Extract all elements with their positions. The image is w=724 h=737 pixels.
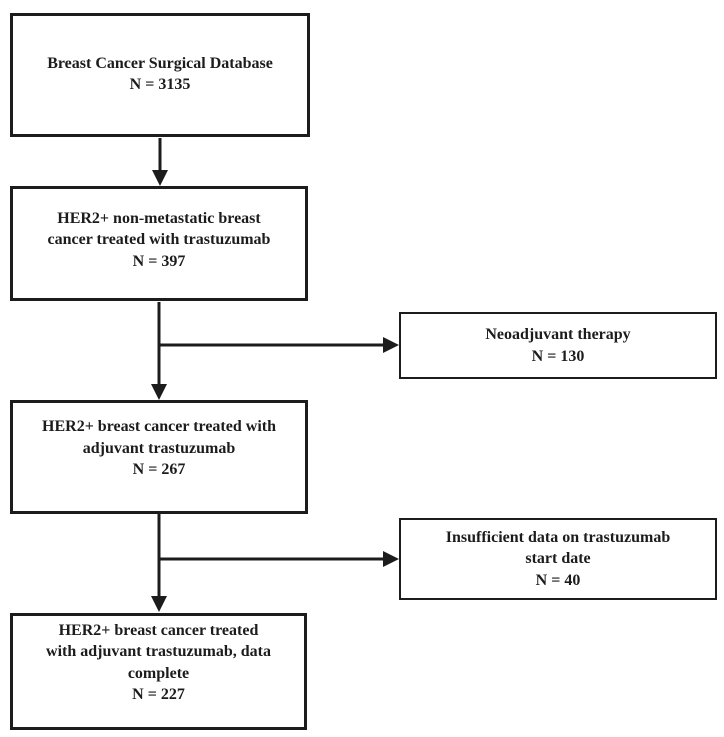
arrow-database-to-her2 [152,138,168,186]
flow-node-her2-nonmetastatic: HER2+ non-metastatic breast cancer treat… [10,186,308,301]
arrowhead-down-icon [151,384,167,400]
node-label: HER2+ non-metastatic breast cancer treat… [47,209,271,249]
node-count: N = 397 [132,252,186,270]
arrowhead-right-icon [383,551,399,567]
arrow-adjuvant-to-insufficient [159,551,399,567]
arrow-her2-to-adjuvant [151,302,167,400]
node-count: N = 227 [132,686,185,703]
node-label: HER2+ breast cancer treated with adjuvan… [46,621,271,682]
node-count: N = 267 [132,461,186,479]
arrowhead-right-icon [383,337,399,353]
flow-node-insufficient-data-excluded: Insufficient data on trastuzumab start d… [399,518,717,600]
node-label: HER2+ breast cancer treated with adjuvan… [42,418,276,457]
node-count: N = 3135 [129,76,191,93]
arrowhead-down-icon [151,596,167,612]
node-label: Breast Cancer Surgical Database [47,54,273,72]
flow-node-database: Breast Cancer Surgical Database N = 3135 [10,13,310,137]
node-count: N = 40 [535,571,581,589]
flow-node-adjuvant-trastuzumab: HER2+ breast cancer treated with adjuvan… [10,400,308,514]
node-label: Insufficient data on trastuzumab start d… [445,528,671,568]
arrow-adjuvant-to-complete [151,514,167,612]
flow-node-neoadjuvant-excluded: Neoadjuvant therapy N = 130 [399,312,717,379]
node-count: N = 130 [531,347,585,365]
node-label: Neoadjuvant therapy [485,326,631,343]
arrow-her2-to-neoadjuvant [159,337,399,353]
flow-node-data-complete: HER2+ breast cancer treated with adjuvan… [10,613,307,730]
arrowhead-down-icon [152,170,168,186]
